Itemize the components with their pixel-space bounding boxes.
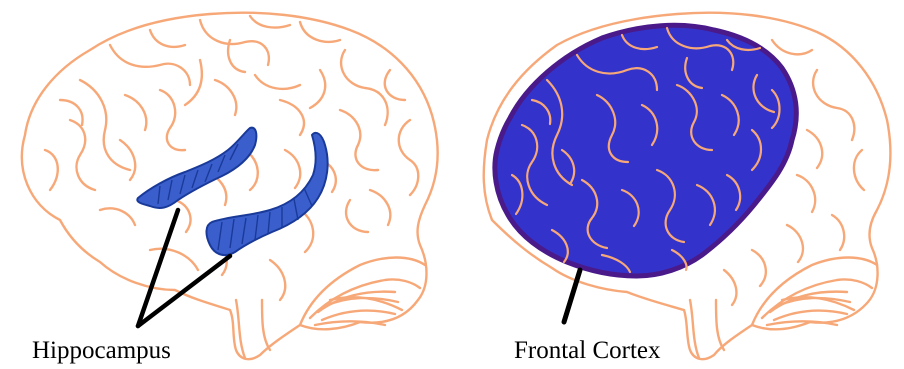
frontal-cortex-label: Frontal Cortex [514, 338, 661, 363]
frontal-cortex-highlight [495, 25, 796, 276]
brain-outline [22, 13, 438, 359]
hippocampus-brain-illustration [0, 0, 452, 369]
frontal-cortex-brain-illustration [452, 0, 904, 369]
frontal-cortex-panel: Frontal Cortex [452, 0, 904, 369]
hippocampus-lower [206, 133, 327, 255]
hippocampus-upper [137, 128, 256, 208]
hippocampus-panel: Hippocampus [0, 0, 452, 369]
hippocampus-highlight [137, 128, 327, 255]
hippocampus-label: Hippocampus [32, 338, 171, 363]
